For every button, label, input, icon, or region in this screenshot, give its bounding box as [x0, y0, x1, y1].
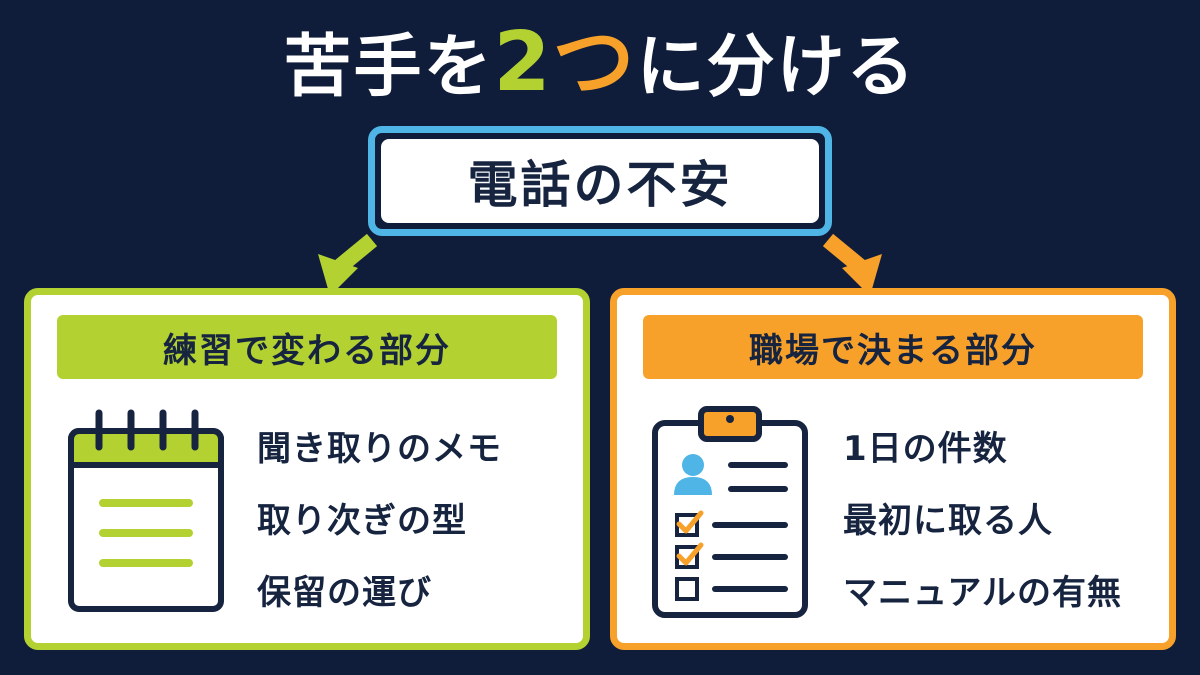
right-item-list: 1日の件数 最初に取る人 マニュアルの有無 [843, 413, 1163, 629]
left-item-list: 聞き取りのメモ 取り次ぎの型 保留の運び [257, 413, 577, 629]
right-panel: 職場で決まる部分 1日の件数 最初に取る人 マニュアルの有無 [610, 288, 1176, 650]
right-panel-heading: 職場で決まる部分 [643, 315, 1143, 379]
left-panel: 練習で変わる部分 聞き取りのメモ 取り次ぎの型 保留の運び [24, 288, 590, 650]
center-topic-box: 電話の不安 [368, 126, 832, 236]
left-panel-heading: 練習で変わる部分 [57, 315, 557, 379]
notepad-icon [68, 409, 224, 612]
list-item: 保留の運び [257, 573, 432, 613]
title-part2: つ [552, 15, 637, 110]
clipboard-checklist-icon [652, 406, 808, 618]
list-item: 取り次ぎの型 [257, 501, 467, 541]
center-topic-label: 電話の不安 [381, 139, 819, 223]
page-title: 苦手を2つに分ける [0, 18, 1200, 113]
title-part1: 苦手を [283, 28, 494, 107]
title-number: 2 [493, 15, 553, 110]
title-part3: に分ける [636, 28, 917, 107]
list-item: マニュアルの有無 [843, 573, 1122, 613]
list-item: 聞き取りのメモ [257, 429, 502, 469]
list-item: 1日の件数 [843, 429, 1008, 469]
list-item: 最初に取る人 [843, 501, 1053, 541]
